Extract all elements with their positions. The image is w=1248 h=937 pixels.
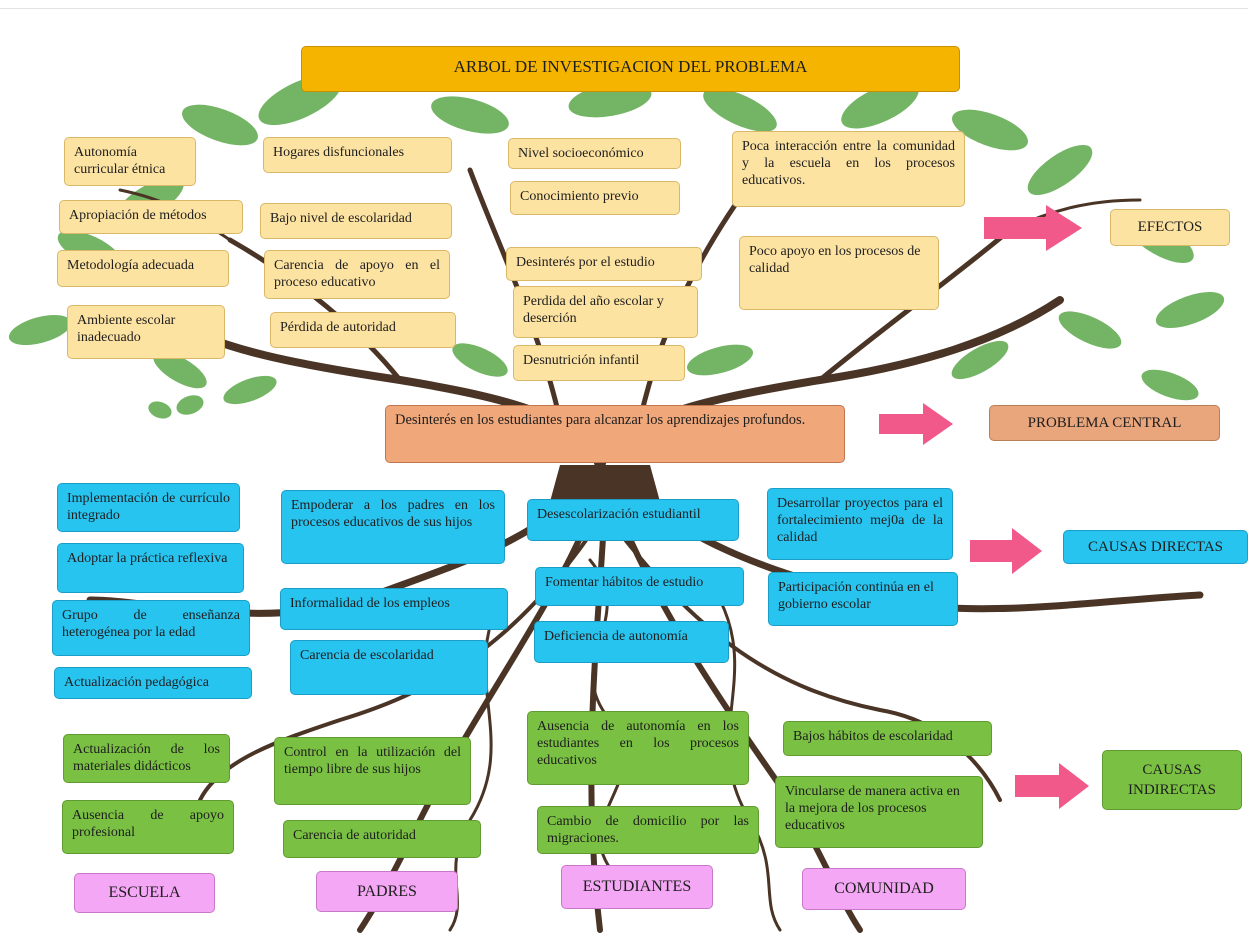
- effect-box: Conocimiento previo: [510, 181, 680, 215]
- direct-cause-box: Desescolarización estudiantil: [527, 499, 739, 541]
- indirect-cause-box: Carencia de autoridad: [283, 820, 481, 858]
- indirect-cause-box: Control en la utilización del tiempo lib…: [274, 737, 471, 805]
- indirect-cause-box: Bajos hábitos de escolaridad: [783, 721, 992, 756]
- direct-cause-box: Empoderar a los padres en los procesos e…: [281, 490, 505, 564]
- indirect-cause-box: Actualización de los materiales didáctic…: [63, 734, 230, 783]
- label-efectos: EFECTOS: [1110, 209, 1230, 246]
- label-causas-directas: CAUSAS DIRECTAS: [1063, 530, 1248, 564]
- effect-box: Bajo nivel de escolaridad: [260, 203, 452, 239]
- effect-box: Nivel socioeconómico: [508, 138, 681, 169]
- label-causas-indirectas: CAUSAS INDIRECTAS: [1102, 750, 1242, 810]
- effect-box: Metodología adecuada: [57, 250, 229, 287]
- arrow-right-icon: [970, 528, 1042, 574]
- arrow-right-icon: [879, 403, 953, 445]
- category-comunidad: COMUNIDAD: [802, 868, 966, 910]
- label-problema-central: PROBLEMA CENTRAL: [989, 405, 1220, 441]
- arrow-right-icon: [984, 205, 1082, 251]
- direct-cause-box: Desarrollar proyectos para el fortalecim…: [767, 488, 953, 560]
- direct-cause-box: Participación continúa en el gobierno es…: [768, 572, 958, 626]
- effect-box: Pérdida de autoridad: [270, 312, 456, 348]
- indirect-cause-box: Vincularse de manera activa en la mejora…: [775, 776, 983, 848]
- category-estudiantes: ESTUDIANTES: [561, 865, 713, 909]
- direct-cause-box: Fomentar hábitos de estudio: [535, 567, 744, 606]
- direct-cause-box: Carencia de escolaridad: [290, 640, 488, 695]
- effect-box: Carencia de apoyo en el proceso educativ…: [264, 250, 450, 299]
- direct-cause-box: Informalidad de los empleos: [280, 588, 508, 630]
- effect-box: Perdida del año escolar y deserción: [513, 286, 698, 338]
- effect-box: Autonomía curricular étnica: [64, 137, 196, 186]
- effect-box: Desnutrición infantil: [513, 345, 685, 381]
- effect-box: Apropiación de métodos: [59, 200, 243, 234]
- diagram-title: ARBOL DE INVESTIGACION DEL PROBLEMA: [301, 46, 960, 92]
- direct-cause-box: Adoptar la práctica reflexiva: [57, 543, 244, 593]
- indirect-cause-box: Ausencia de apoyo profesional: [62, 800, 234, 854]
- category-escuela: ESCUELA: [74, 873, 215, 913]
- arrow-right-icon: [1015, 763, 1089, 809]
- central-problem-box: Desinterés en los estudiantes para alcan…: [385, 405, 845, 463]
- indirect-cause-box: Ausencia de autonomía en los estudiantes…: [527, 711, 749, 785]
- direct-cause-box: Actualización pedagógica: [54, 667, 252, 699]
- effect-box: Poco apoyo en los procesos de calidad: [739, 236, 939, 310]
- direct-cause-box: Grupo de enseñanza heterogénea por la ed…: [52, 600, 250, 656]
- direct-cause-box: Implementación de currículo integrado: [57, 483, 240, 532]
- effect-box: Poca interacción entre la comunidad y la…: [732, 131, 965, 207]
- category-padres: PADRES: [316, 871, 458, 912]
- effect-box: Desinterés por el estudio: [506, 247, 702, 281]
- direct-cause-box: Deficiencia de autonomía: [534, 621, 729, 663]
- effect-box: Hogares disfuncionales: [263, 137, 452, 173]
- indirect-cause-box: Cambio de domicilio por las migraciones.: [537, 806, 759, 854]
- top-divider: [0, 8, 1248, 9]
- effect-box: Ambiente escolar inadecuado: [67, 305, 225, 359]
